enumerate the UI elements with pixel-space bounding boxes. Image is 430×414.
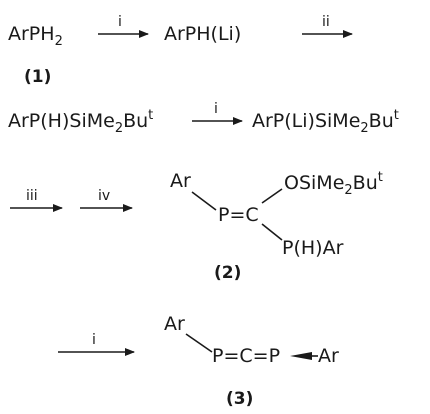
compound-3-aryl-bond [185,333,213,353]
compound-1-label: (1) [24,67,51,87]
intermediate-lithio-phosphide: ArPH(Li) [164,23,241,45]
compound-3-diphosphaallene-core: P=C=P [212,345,280,367]
reagent-label-step-3: iii [26,188,38,204]
compound-3-label: (3) [226,389,253,409]
reagent-label-step-1: i [118,14,122,30]
silyl-phosphine-formula: ArP(H)SiMe2But [8,108,153,136]
compound-3-aryl-group: Ar [164,313,185,335]
compound-3-wedge-bond [290,352,312,360]
compound-2-siloxy-bond [261,188,283,204]
reagent-label-step-2: ii [322,14,330,30]
compound-2-label: (2) [214,263,241,283]
reagent-label-step-4: iv [98,188,110,204]
compound-1-formula: ArPH2 [8,23,63,49]
reagent-label-final-step: i [92,332,96,348]
compound-2-phosphaalkene-core: P=C [218,204,259,226]
lithio-silyl-phosphide-formula: ArP(Li)SiMe2But [252,108,399,136]
compound-2-aryl-bond [191,191,217,211]
compound-2-siloxy-substituent: OSiMe2But [284,170,383,198]
compound-2-phosphino-bond [261,223,283,241]
compound-2-phosphino-substituent: P(H)Ar [282,237,344,259]
compound-3-right-aryl-group: Ar [318,345,339,367]
reagent-label-lithiation: i [214,101,218,117]
compound-2-aryl-group: Ar [170,170,191,192]
